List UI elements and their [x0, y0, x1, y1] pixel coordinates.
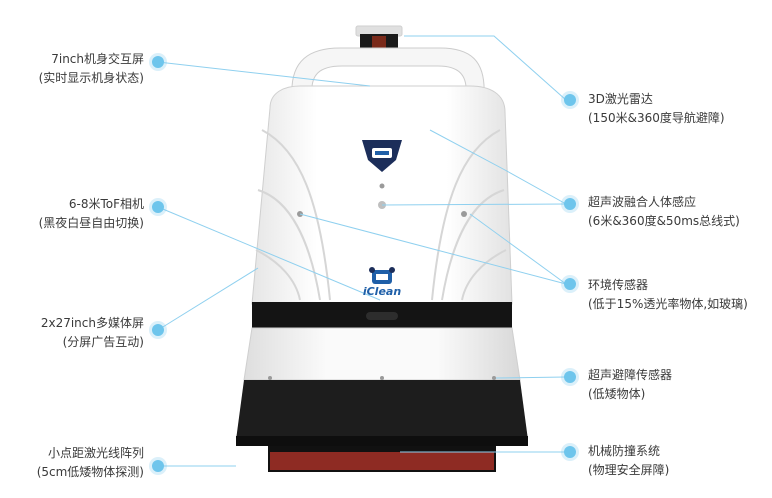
callout-title: 小点距激光线阵列: [47, 446, 144, 460]
callout-detail: (分屏广告互动): [62, 335, 144, 349]
mascot-icon: [369, 267, 395, 284]
shield-logo: [362, 140, 402, 172]
callout-title: 2x27inch多媒体屏: [40, 316, 144, 330]
callout-ultrasonic-human: 超声波融合人体感应 (6米&360度&50ms总线式): [588, 193, 740, 231]
callout-touchscreen: 7inch机身交互屏 (实时显示机身状态): [39, 50, 144, 88]
callout-laser-array: 小点距激光线阵列 (5cm低矮物体探测): [37, 444, 144, 482]
callout-dot: [152, 201, 164, 213]
callout-detail: (低矮物体): [588, 387, 646, 401]
callout-title: 超声波融合人体感应: [588, 195, 697, 209]
robot-base: [236, 380, 528, 440]
callout-dot: [152, 56, 164, 68]
callout-detail: (5cm低矮物体探测): [36, 465, 144, 479]
brand-logo-text: iClean: [362, 285, 402, 298]
callout-title: 7inch机身交互屏: [51, 52, 144, 66]
callout-media-screen: 2x27inch多媒体屏 (分屏广告互动): [41, 314, 144, 352]
callout-environment-sensor: 环境传感器 (低于15%透光率物体,如玻璃): [588, 276, 748, 314]
callout-detail: (黑夜白昼自由切换): [38, 216, 144, 230]
callout-bumper: 机械防撞系统 (物理安全屏障): [588, 442, 669, 480]
callout-detail: (实时显示机身状态): [38, 71, 144, 85]
callout-title: 超声避障传感器: [588, 368, 673, 382]
callout-dot: [564, 371, 576, 383]
callout-tof-camera: 6-8米ToF相机 (黑夜白昼自由切换): [39, 195, 144, 233]
callout-title: 3D激光雷达: [588, 92, 653, 106]
callout-title: 环境传感器: [588, 278, 649, 292]
callout-title: 6-8米ToF相机: [68, 197, 144, 211]
callout-detail: (6米&360度&50ms总线式): [588, 214, 740, 228]
callout-dot: [564, 446, 576, 458]
callout-dot: [564, 198, 576, 210]
callout-dot: [564, 278, 576, 290]
callout-ultrasonic-obstacle: 超声避障传感器 (低矮物体): [588, 366, 672, 404]
callout-detail: (低于15%透光率物体,如玻璃): [588, 297, 748, 311]
callout-lidar: 3D激光雷达 (150米&360度导航避障): [588, 90, 725, 128]
callout-dot: [152, 460, 164, 472]
callout-dot: [152, 324, 164, 336]
callout-dot: [564, 94, 576, 106]
callout-detail: (物理安全屏障): [588, 463, 670, 477]
callout-detail: (150米&360度导航避障): [588, 111, 725, 125]
callout-title: 机械防撞系统: [588, 444, 661, 458]
robot-body-upper: [251, 85, 513, 305]
